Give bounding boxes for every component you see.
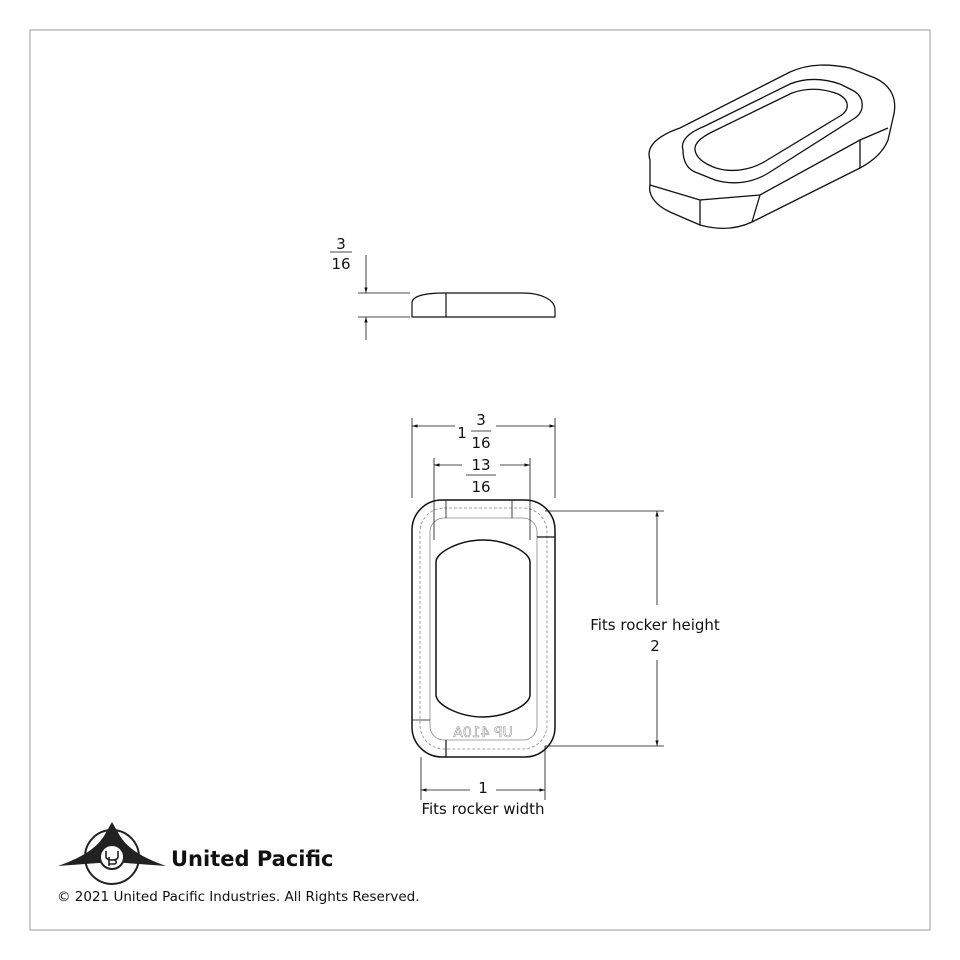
overall-width-num: 3	[476, 411, 486, 429]
thickness-den: 16	[331, 255, 350, 273]
overall-width-whole: 1	[457, 424, 467, 442]
overall-width-den: 16	[471, 434, 490, 452]
height-value: 2	[650, 637, 660, 655]
inner-width-den: 16	[471, 478, 490, 496]
isometric-view	[648, 64, 896, 230]
inner-width-num: 13	[471, 456, 490, 474]
engraving-text: UP 410A	[453, 725, 513, 741]
height-label: Fits rocker height	[590, 616, 720, 634]
sheet-border	[29, 29, 931, 931]
width-value: 1	[478, 779, 488, 797]
width-label: Fits rocker width	[421, 800, 544, 818]
front-view	[411, 499, 556, 758]
copyright: © 2021 United Pacific Industries. All Ri…	[57, 889, 420, 905]
brand-name: United Pacific	[171, 847, 333, 871]
thickness-num: 3	[336, 235, 346, 253]
dimension-lines	[411, 418, 664, 800]
thickness-dimension	[330, 251, 410, 340]
side-view	[411, 292, 556, 318]
united-pacific-logo	[58, 822, 166, 885]
